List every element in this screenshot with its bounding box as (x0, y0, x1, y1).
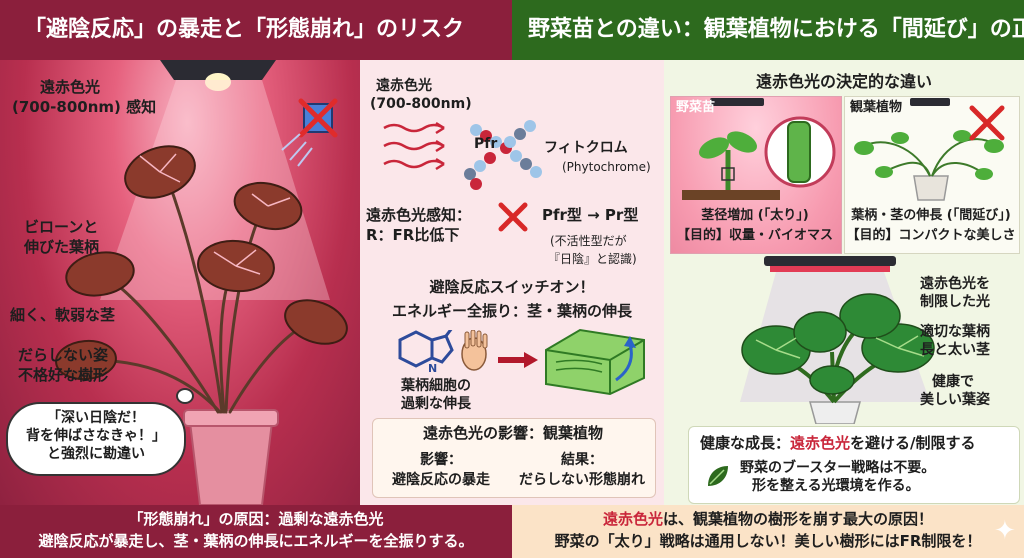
influence-title: 遠赤色光の影響：観葉植物 (422, 424, 603, 442)
phytochrome-label: フィトクロム (544, 140, 628, 156)
booster-line2: 形を整える光環境を作る。 (752, 478, 920, 494)
n-atom-label: N (428, 362, 438, 375)
booster-line1: 野菜のブースター戦略は不要。 (740, 460, 936, 476)
healthy-line1: 健康で (932, 374, 974, 390)
far-red-sensing-line2: (700-800nm) 感知 (12, 98, 157, 116)
footer-left-line2: 避陰反応が暴走し、茎・葉柄の伸長にエネルギーを全振りする。 (38, 532, 474, 550)
left-header-title: 「避陰反応」の暴走と「形態崩れ」のリスク (24, 17, 465, 42)
footer-right-highlight: 遠赤色光 (602, 510, 663, 528)
foliage-plant-illustration (854, 98, 1005, 201)
arrow-right-icon (498, 352, 538, 368)
mid-far-red-line1: 遠赤色光 (376, 78, 432, 94)
foliage-caption-line2: 【目的】コンパクトな美しさ (846, 228, 1016, 243)
right-footer-bg (512, 505, 1024, 558)
molecule-hand-illustration (398, 330, 488, 371)
foliage-label: 観葉植物 (850, 100, 903, 115)
footer-left-line1: 「形態崩れ」の原因：過剰な遠赤色光 (128, 510, 384, 528)
right-header-title: 野菜苗との違い：観葉植物における「間延び」の正体 (528, 17, 1024, 42)
pfr-to-pr-label: Pfr型 → Pr型 (542, 206, 639, 224)
foliage-caption-line1: 葉柄・茎の伸長 (「間延び」) (851, 208, 1011, 223)
right-header-bar (512, 0, 1024, 60)
sloppy-line2: 不格好な樹形 (18, 366, 109, 384)
result-label: 結果： (561, 452, 603, 468)
x-mark-icon (498, 202, 528, 232)
inactive-line2: 『日陰』と認識) (548, 252, 637, 266)
sensing-line2: R：FR比低下 (366, 226, 460, 244)
growth-prefix: 健康な成長： (700, 434, 791, 452)
leggy-plant-illustration (55, 60, 348, 505)
growth-suffix: を避ける/制限する (850, 434, 976, 452)
far-red-sensing-line1: 遠赤色光 (40, 78, 101, 96)
healthy-line2: 美しい葉姿 (920, 392, 990, 408)
phytochrome-en-label: (Phytochrome) (562, 160, 651, 174)
sloppy-line1: だらしない姿 (18, 346, 109, 364)
footer-right-line1: 遠赤色光は、観葉植物の樹形を崩す最大の原因！ (512, 510, 1024, 529)
phytochrome-illustration (383, 120, 542, 190)
strategy-box (688, 426, 1020, 504)
cell-line2: 過剰な伸長 (401, 396, 471, 412)
thought-line2: 背を伸ばさなきゃ！」 (26, 428, 166, 444)
result-value: だらしない形態崩れ (519, 472, 645, 488)
left-header-bar (0, 0, 512, 60)
thought-line3: と強烈に勘違い (47, 446, 145, 462)
right-panel-title: 遠赤色光の決定的な違い (755, 72, 932, 91)
inactive-line1: (不活性型だが (550, 234, 627, 248)
limited-light-line1: 遠赤色光を (920, 276, 990, 292)
veg-caption-line1: 茎径増加 (「太り」) (701, 208, 809, 223)
veg-caption-line2: 【目的】収量・バイオマス (676, 228, 833, 243)
sparkle-icon: ✦ (994, 516, 1016, 546)
left-footer-bg (0, 505, 512, 558)
footer-right-line2: 野菜の「太り」戦略は通用しない！美しい樹形にはFR制限を！ (554, 532, 982, 550)
leaf-icon (708, 466, 728, 486)
leggy-petiole-line2: 伸びた葉柄 (24, 238, 100, 256)
influence-box (372, 418, 656, 498)
thought-bubble-dot (176, 388, 194, 404)
leggy-petiole-line1: ビローンと (24, 218, 99, 236)
sensing-line1: 遠赤色光感知： (366, 206, 472, 224)
growth-line: 健康な成長：遠赤色光を避ける/制限する (700, 434, 976, 453)
influence-label: 影響： (420, 452, 462, 468)
footer-right-line1-rest: は、観葉植物の樹形を崩す最大の原因！ (663, 510, 934, 528)
weak-stem-label: 細く、軟弱な茎 (10, 306, 116, 324)
proper-petiole-line2: 長と太い茎 (920, 342, 990, 358)
vegetable-label: 野菜苗 (676, 100, 716, 115)
growth-highlight: 遠赤色光 (790, 434, 851, 452)
vegetable-seedling-illustration (682, 98, 836, 200)
energy-label: エネルギー全振り：茎・葉柄の伸長 (391, 302, 632, 320)
switch-on-label: 避陰反応スイッチオン！ (429, 278, 595, 296)
thought-line1: 「深い日陰だ！ (47, 410, 145, 426)
mid-far-red-line2: (700-800nm) (370, 96, 472, 112)
limited-light-line2: 制限した光 (920, 294, 990, 310)
influence-value: 避陰反応の暴走 (392, 472, 490, 488)
cell-elongation-illustration (545, 328, 645, 396)
proper-petiole-line1: 適切な葉柄 (920, 324, 990, 340)
pfr-label: Pfr (474, 136, 498, 152)
healthy-plant-illustration (740, 256, 935, 424)
cell-line1: 葉柄細胞の (401, 378, 471, 394)
thought-bubble (6, 402, 186, 476)
